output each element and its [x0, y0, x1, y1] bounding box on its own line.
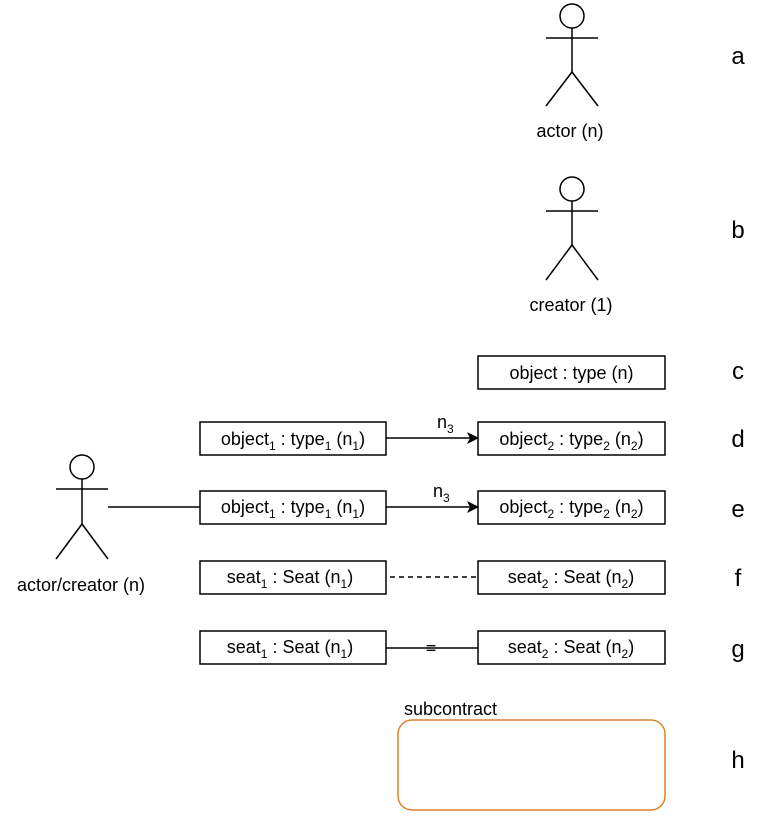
arrow-label-e: n3 — [433, 481, 450, 505]
subcontract-box — [397, 719, 666, 811]
object-box-c — [477, 355, 666, 390]
actor-figure-b — [545, 176, 599, 281]
arrow-label-d: n3 — [437, 412, 454, 436]
object1-box-d — [199, 421, 387, 456]
seat2-label-g: seat2 : Seat (n2) — [508, 637, 634, 661]
row-letter-a: a — [731, 43, 745, 70]
object1-label-e: object1 : type1 (n1) — [221, 497, 365, 521]
seat2-label-f: seat2 : Seat (n2) — [508, 567, 634, 591]
row-letter-b: b — [731, 217, 744, 244]
actor-label-a: actor (n) — [536, 121, 603, 141]
row-letter-d: d — [731, 426, 744, 453]
object-label-c: object : type (n) — [509, 363, 633, 383]
seat1-box-g — [199, 630, 387, 665]
object2-label-d: object2 : type2 (n2) — [499, 429, 643, 453]
row-letter-e: e — [731, 496, 744, 523]
seat2-box-g — [477, 630, 666, 665]
seat1-box-f — [199, 560, 387, 595]
actor-figure-a — [545, 3, 599, 107]
subcontract-label: subcontract — [404, 699, 497, 719]
object1-label-d: object1 : type1 (n1) — [221, 429, 365, 453]
seat2-box-f — [477, 560, 666, 595]
object1-box-e — [199, 490, 387, 525]
equality-symbol-g: = — [426, 638, 437, 658]
row-letter-g: g — [731, 636, 744, 663]
row-letter-h: h — [731, 747, 744, 774]
actor-creator-figure — [55, 454, 109, 560]
object2-box-d — [477, 421, 666, 456]
creator-label-b: creator (1) — [529, 295, 612, 315]
seat1-label-g: seat1 : Seat (n1) — [227, 637, 353, 661]
row-letter-f: f — [735, 565, 742, 592]
object2-label-e: object2 : type2 (n2) — [499, 497, 643, 521]
actor-creator-label: actor/creator (n) — [17, 575, 145, 595]
seat1-label-f: seat1 : Seat (n1) — [227, 567, 353, 591]
row-letter-c: c — [732, 358, 744, 385]
object2-box-e — [477, 490, 666, 525]
